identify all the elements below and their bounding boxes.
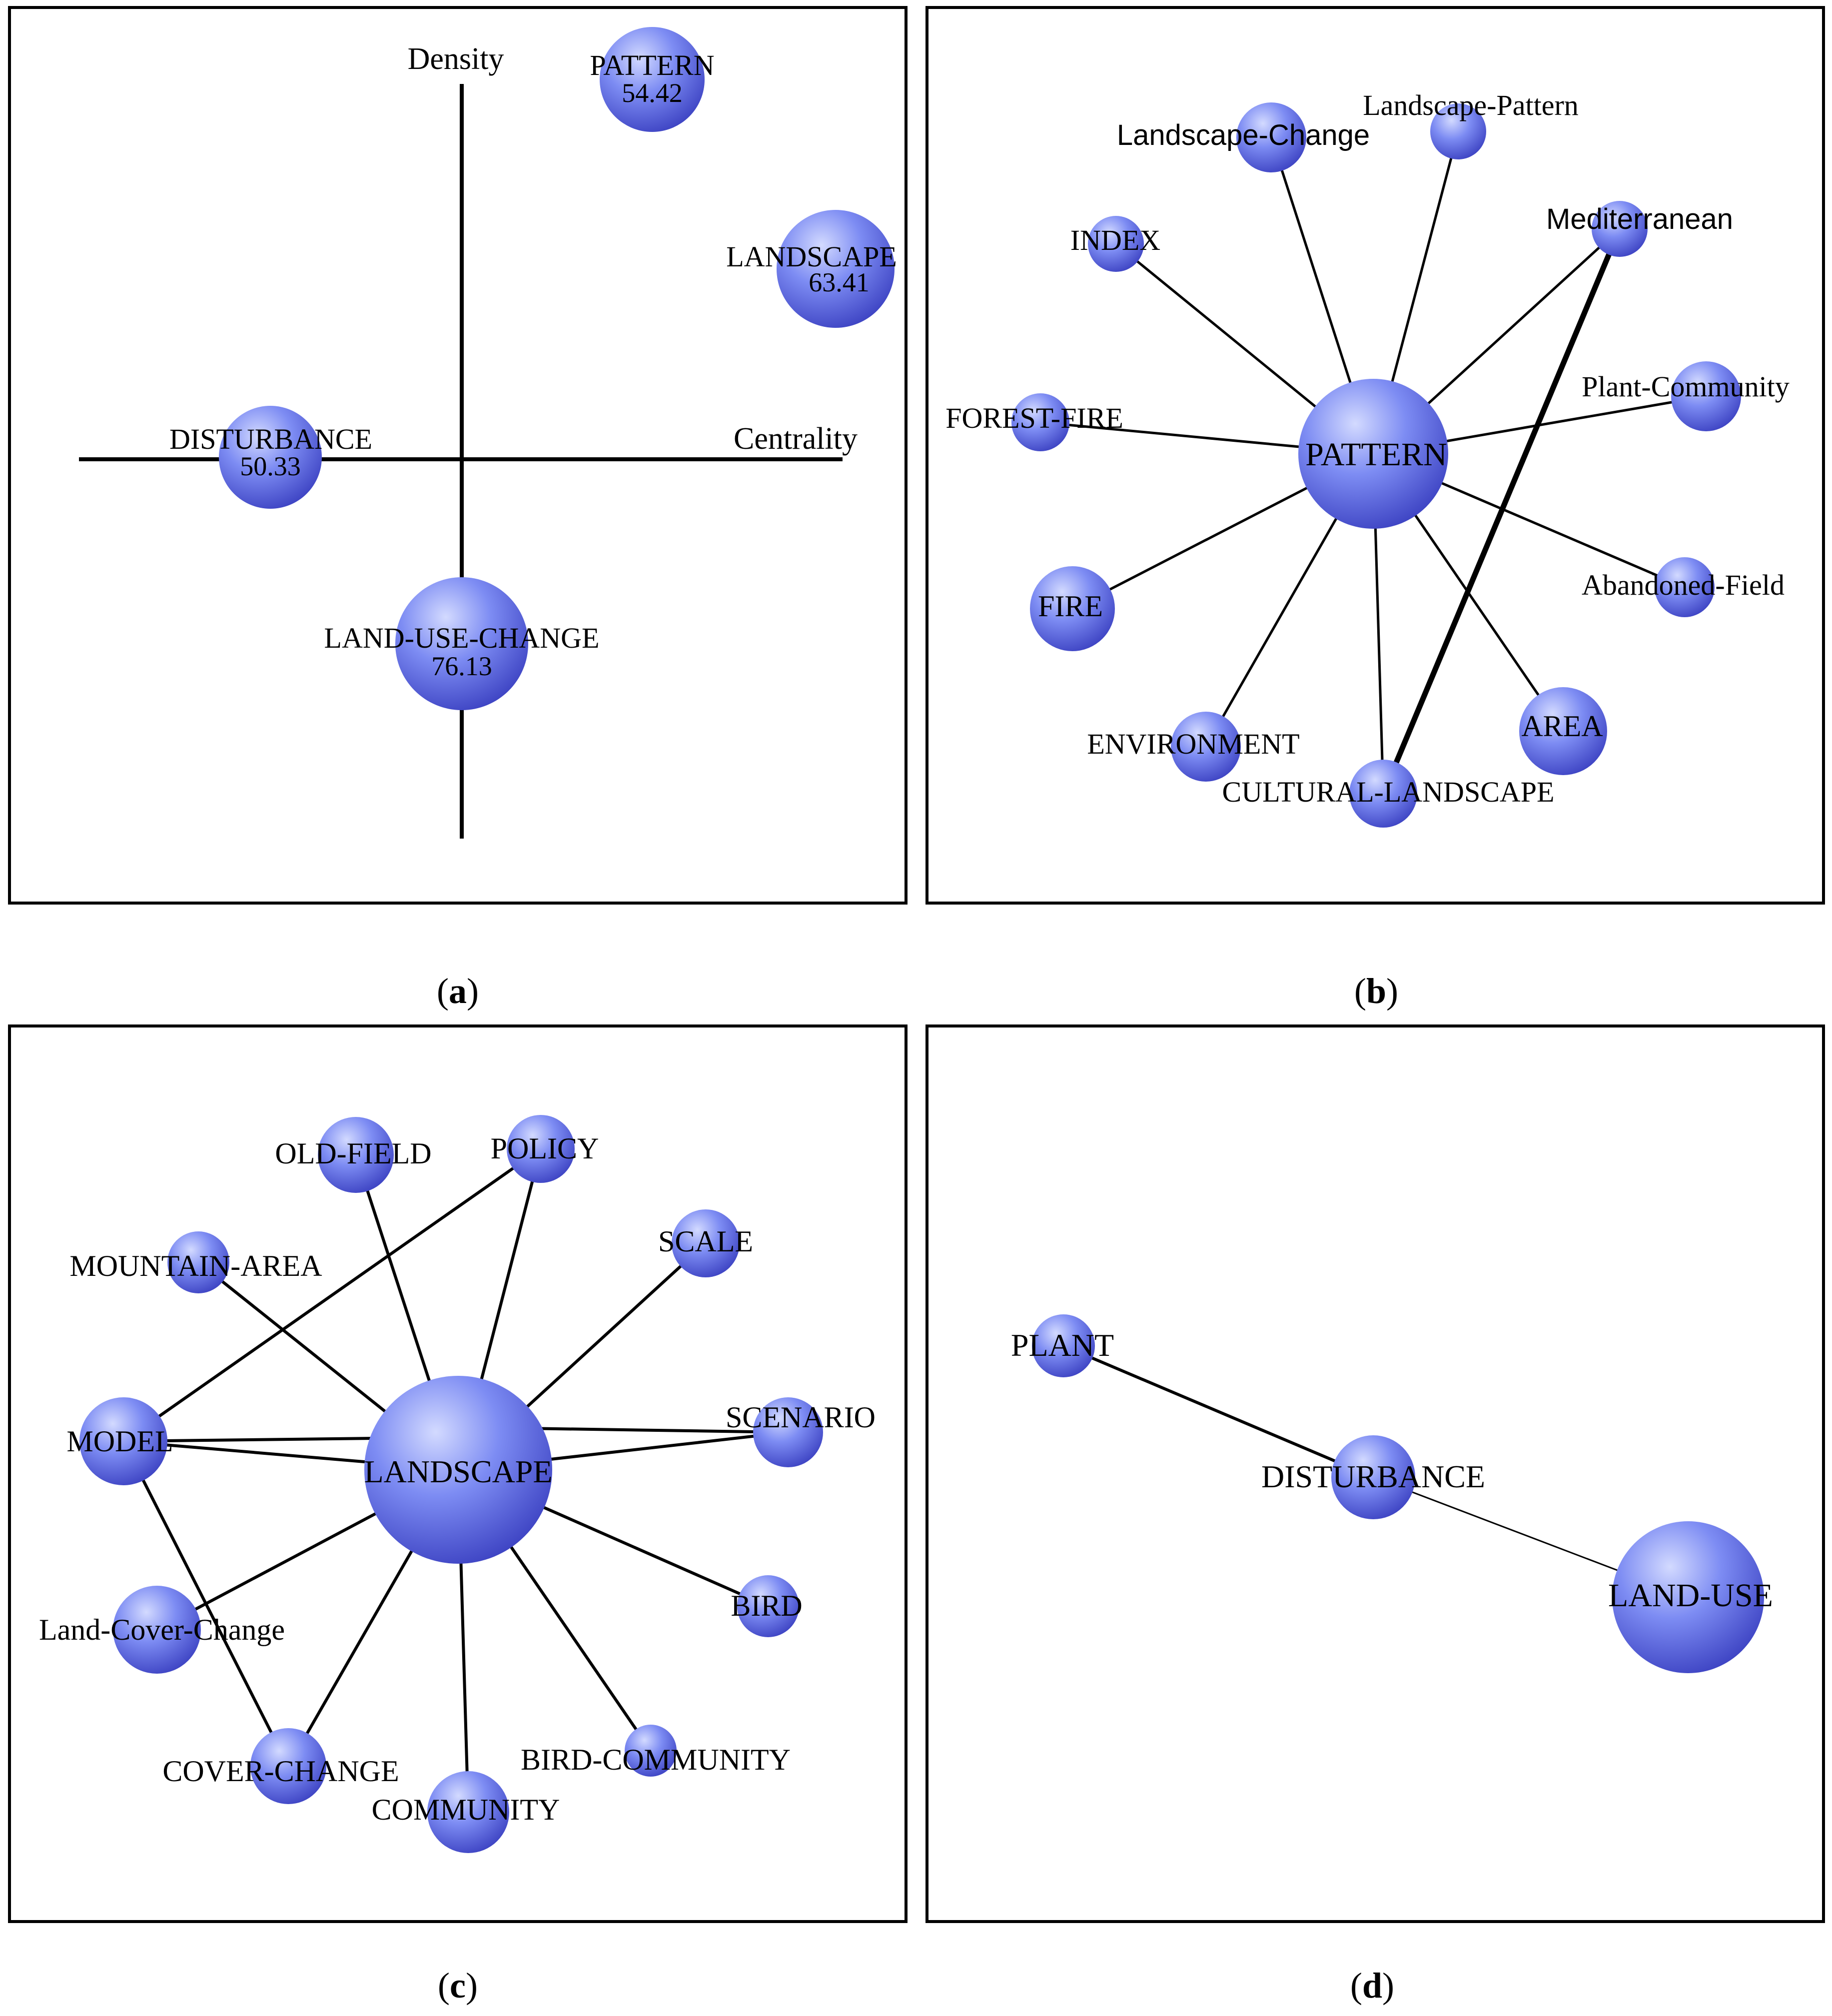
panel-d-canvas: PLANT DISTURBANCE LAND-USE — [1011, 1314, 1773, 1673]
label-fire: FIRE — [1038, 590, 1103, 623]
label-disturbance-d: DISTURBANCE — [1261, 1459, 1485, 1494]
node-landscape — [777, 210, 895, 328]
node-index — [1088, 216, 1144, 272]
edge-model-policy — [122, 1147, 542, 1443]
panel-d: PLANT DISTURBANCE LAND-USE — [925, 1024, 1825, 1923]
label-landscape-change: Landscape-Change — [1117, 119, 1370, 151]
label-cover-change: COVER-CHANGE — [162, 1755, 399, 1788]
caption-d-letter: d — [1362, 1966, 1383, 2006]
node-area — [1519, 687, 1607, 775]
label-index: INDEX — [1070, 224, 1160, 256]
label-scale: SCALE — [658, 1225, 753, 1258]
node-land-use — [1612, 1521, 1764, 1673]
node-landscape-center — [364, 1376, 552, 1564]
node-disturbance — [219, 406, 322, 509]
node-plant — [1032, 1314, 1095, 1377]
density-label: Density — [408, 42, 504, 76]
node-scenario — [753, 1397, 823, 1467]
node-pattern — [600, 27, 705, 132]
caption-d: (d) — [1350, 1966, 1394, 2006]
label-forest-fire: FOREST-FIRE — [945, 402, 1123, 434]
label-model: MODEL — [66, 1425, 173, 1458]
node-cultural-landscape — [1349, 760, 1417, 828]
node-disturbance-label: DISTURBANCE — [169, 423, 372, 455]
label-environment: ENVIRONMENT — [1087, 728, 1299, 760]
node-policy — [507, 1115, 575, 1183]
label-land-cover-change: Land-Cover-Change — [39, 1613, 285, 1646]
label-plant: PLANT — [1011, 1327, 1114, 1363]
node-landscape-value: 63.41 — [809, 267, 870, 297]
node-model — [79, 1397, 167, 1485]
edge-model-cover-change — [122, 1440, 290, 1767]
edge-plant-disturbance — [1062, 1344, 1374, 1479]
caption-a-letter: a — [449, 971, 467, 1011]
label-old-field: OLD-FIELD — [275, 1137, 431, 1170]
node-land-use-change — [395, 577, 528, 710]
edge-mediterranean-cultural-landscape — [1380, 227, 1623, 795]
label-community: COMMUNITY — [372, 1793, 560, 1826]
node-mountain-area — [167, 1231, 229, 1293]
node-landscape-label: LANDSCAPE — [726, 240, 897, 273]
node-old-field — [318, 1117, 394, 1193]
node-disturbance-d — [1331, 1435, 1415, 1519]
caption-a: (a) — [437, 971, 479, 1011]
node-plant-community — [1671, 361, 1741, 431]
node-cover-change — [250, 1728, 326, 1804]
label-area: AREA — [1521, 710, 1603, 743]
label-plant-community: Plant-Community — [1582, 370, 1790, 403]
node-pattern-value: 54.42 — [622, 78, 683, 108]
label-scenario: SCENARIO — [726, 1401, 876, 1434]
label-bird: BIRD — [731, 1589, 802, 1622]
node-bird-community — [625, 1725, 677, 1777]
panel-a: Density Centrality PATTERN 54.42 LANDSCA… — [8, 6, 908, 905]
node-environment — [1171, 712, 1241, 782]
label-mountain-area: MOUNTAIN-AREA — [69, 1249, 322, 1282]
label-abandoned-field: Abandoned-Field — [1582, 569, 1785, 601]
node-landscape-pattern — [1430, 103, 1486, 159]
node-pattern-label: PATTERN — [590, 49, 714, 81]
label-landscape-center: LANDSCAPE — [364, 1454, 553, 1489]
caption-b: (b) — [1354, 971, 1398, 1011]
panel-a-canvas: Density Centrality PATTERN 54.42 LANDSCA… — [79, 27, 897, 839]
label-cultural-landscape: CULTURAL-LANDSCAPE — [1222, 776, 1555, 808]
label-landscape-pattern: Landscape-Pattern — [1363, 89, 1579, 121]
node-landscape-change — [1236, 102, 1306, 172]
caption-b-letter: b — [1366, 971, 1387, 1011]
node-pattern-center — [1298, 379, 1448, 529]
node-bird — [737, 1575, 799, 1637]
node-land-use-change-label: LAND-USE-CHANGE — [324, 622, 600, 654]
label-pattern-center: PATTERN — [1305, 436, 1447, 473]
label-land-use: LAND-USE — [1608, 1577, 1773, 1614]
caption-c-letter: c — [450, 1966, 466, 2006]
node-land-use-change-value: 76.13 — [431, 651, 492, 681]
node-abandoned-field — [1655, 557, 1715, 617]
panel-b-canvas: Landscape-Change Landscape-Pattern INDEX… — [945, 89, 1790, 828]
panel-b: Landscape-Change Landscape-Pattern INDEX… — [925, 6, 1825, 905]
node-scale — [672, 1209, 740, 1277]
node-community — [427, 1771, 509, 1853]
centrality-label: Centrality — [734, 422, 858, 456]
node-fire — [1030, 566, 1115, 651]
node-forest-fire — [1011, 393, 1069, 451]
node-disturbance-value: 50.33 — [240, 451, 301, 481]
node-land-cover-change — [113, 1586, 201, 1674]
label-policy: POLICY — [491, 1132, 599, 1165]
label-mediterranean: Mediterranean — [1546, 203, 1733, 235]
panel-c-canvas: OLD-FIELD POLICY MOUNTAIN-AREA SCALE MOD… — [39, 1115, 876, 1853]
panel-c: OLD-FIELD POLICY MOUNTAIN-AREA SCALE MOD… — [8, 1024, 908, 1923]
caption-c: (c) — [438, 1966, 478, 2006]
label-bird-community: BIRD-COMMUNITY — [521, 1743, 791, 1776]
node-mediterranean — [1592, 201, 1648, 257]
